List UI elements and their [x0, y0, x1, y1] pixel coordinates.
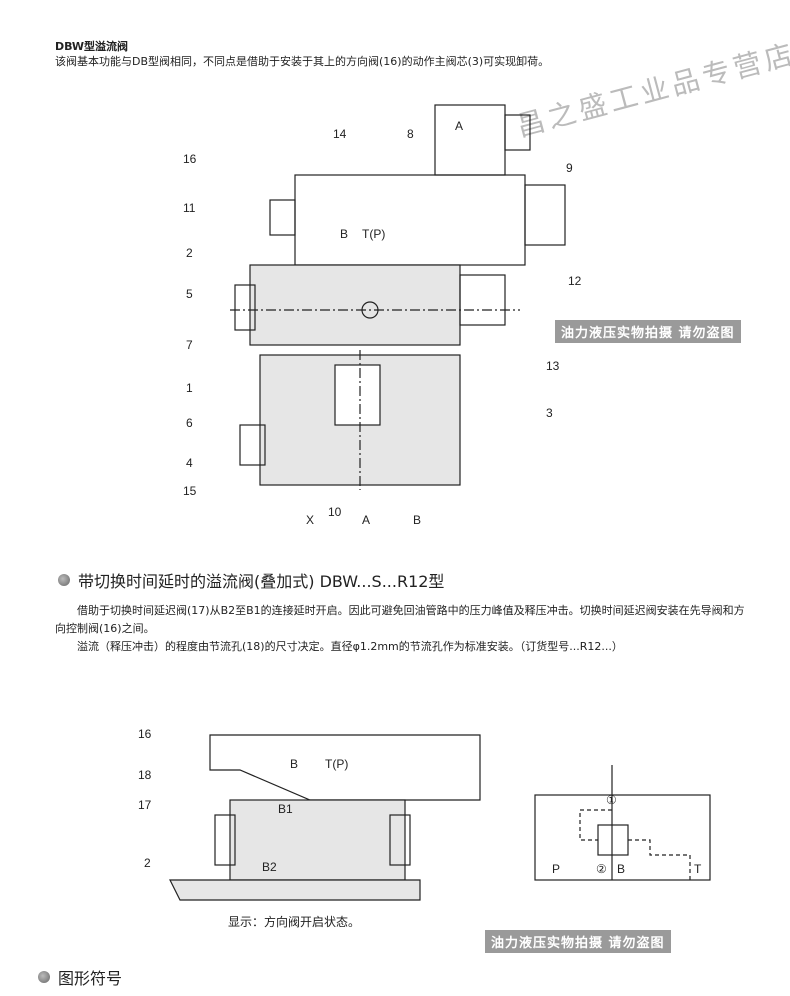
port-b-label: B: [290, 757, 298, 771]
callout: 2: [144, 856, 151, 870]
callout: 14: [333, 127, 347, 141]
callout: 15: [183, 484, 197, 498]
port-b1-label: B1: [278, 802, 293, 816]
bullet-icon: [38, 971, 50, 983]
symbol-1: ①: [606, 793, 617, 807]
symbol-b: B: [617, 862, 625, 876]
symbol-2: ②: [596, 862, 607, 876]
callout: 18: [138, 768, 152, 782]
callout: 13: [546, 359, 560, 373]
callout: 6: [186, 416, 193, 430]
photo-watermark: 油力液压实物拍摄 请勿盗图: [485, 930, 671, 953]
callout: 16: [183, 152, 197, 166]
diagram-caption: 显示：方向阀开启状态。: [228, 915, 361, 929]
callout: 4: [186, 456, 193, 470]
section-title: 带切换时间延时的溢流阀(叠加式) DBW...S...R12型: [78, 572, 445, 591]
callout: 9: [566, 161, 573, 175]
callout: 1: [186, 381, 193, 395]
port-tp-label: T(P): [362, 227, 385, 241]
port-x: X: [306, 513, 314, 527]
section-title: 图形符号: [58, 969, 123, 988]
left-callouts: 16 11 2 5 7 1 6 4 15: [183, 152, 197, 498]
delay-valve-diagram: 16 18 17 2 B T(P) B1 B2 ① ② P B T: [138, 727, 711, 901]
photo-watermark: 油力液压实物拍摄 请勿盗图: [555, 320, 741, 343]
intro-text: 该阀基本功能与DB型阀相同，不同点是借助于安装于其上的方向阀(16)的动作主阀芯…: [55, 55, 550, 68]
section-heading: 图形符号: [38, 965, 122, 989]
callout: 2: [186, 246, 193, 260]
callout: 3: [546, 406, 553, 420]
port-a: A: [362, 513, 370, 527]
valve-section-diagram: A B T(P) 16 11 2 5 7 1 6 4 15 14 8 9 12 …: [183, 104, 582, 527]
port-b-label: B: [340, 227, 348, 241]
port-b: B: [413, 513, 421, 527]
section-paragraph: 溢流（释压冲击）的程度由节流孔(18)的尺寸决定。直径φ1.2mm的节流孔作为标…: [77, 640, 623, 653]
section-paragraph: 借助于切换时间延迟阀(17)从B2至B1的连接延时开启。因此可避免回油管路中的压…: [55, 604, 745, 635]
callout: 5: [186, 287, 193, 301]
callout: 16: [138, 727, 152, 741]
port-b2-label: B2: [262, 860, 277, 874]
callout: 11: [183, 201, 196, 215]
callout: 8: [407, 127, 414, 141]
callout: 10: [328, 505, 342, 519]
port-tp-label: T(P): [325, 757, 348, 771]
callout: 17: [138, 798, 152, 812]
solenoid-label: A: [455, 119, 463, 133]
symbol-t: T: [694, 862, 702, 876]
symbol-p: P: [552, 862, 560, 876]
section-heading: 带切换时间延时的溢流阀(叠加式) DBW...S...R12型: [58, 568, 444, 592]
intro-title: DBW型溢流阀: [55, 40, 129, 53]
callout: 12: [568, 274, 582, 288]
bullet-icon: [58, 574, 70, 586]
callout: 7: [186, 338, 193, 352]
